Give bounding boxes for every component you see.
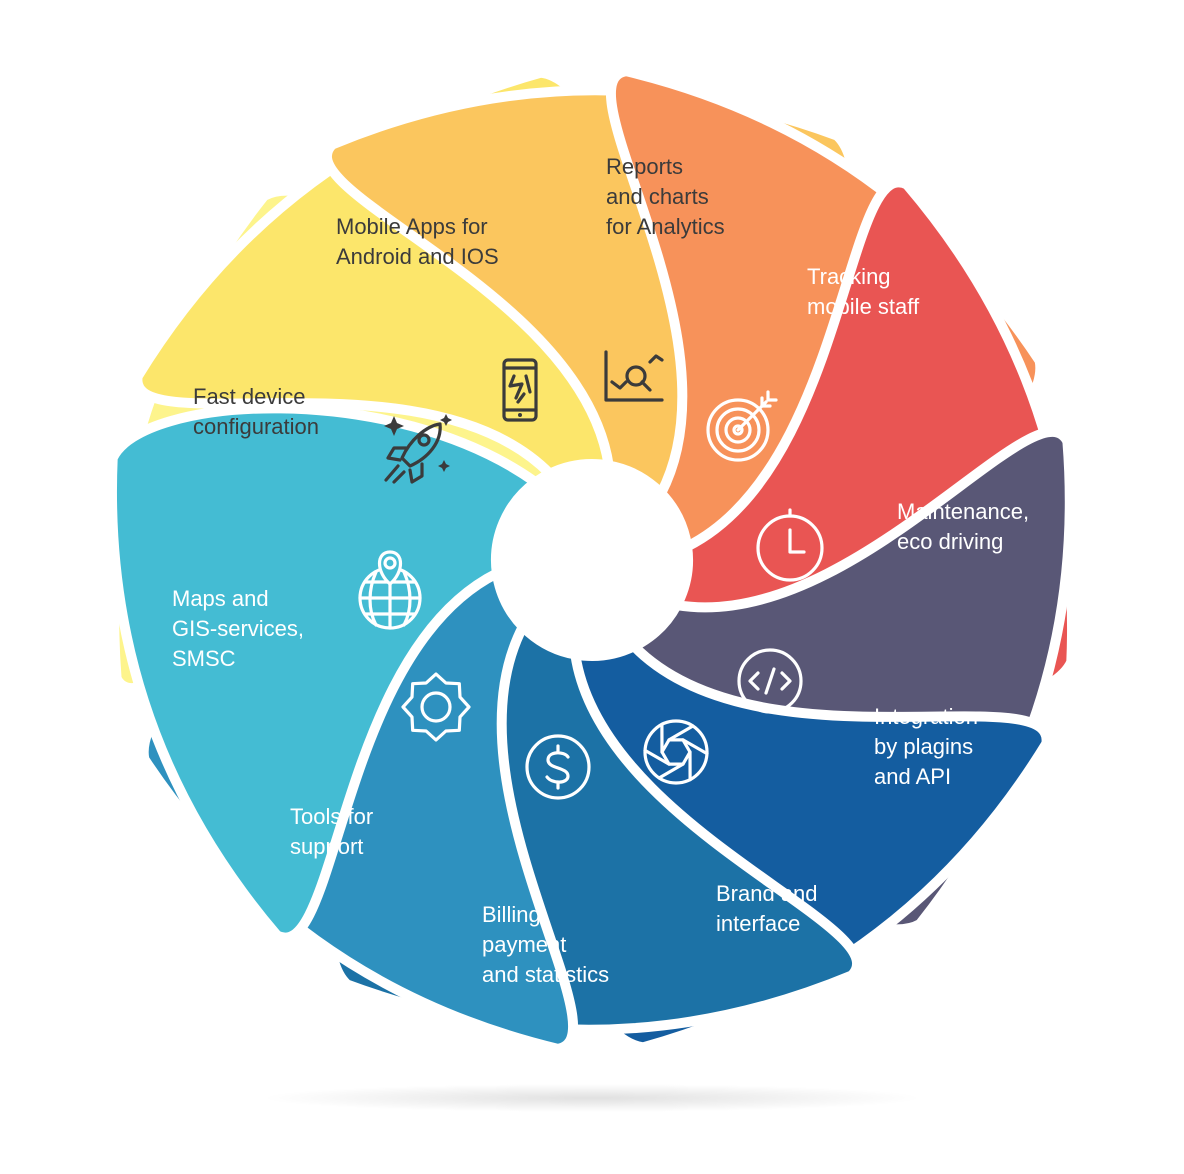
segment-label-line: and statistics <box>482 962 610 987</box>
code-icon <box>737 648 803 714</box>
segment-label-config: Fast device configuration <box>193 382 319 442</box>
segment-label-line: GIS-services, <box>172 616 305 641</box>
segment-label-billing: Billing, payment and statistics <box>482 900 609 990</box>
segment-label-line: Fast device <box>193 384 306 409</box>
segment-label-line: Maintenance, <box>897 499 1030 524</box>
segment-label-integration: Integration by plagins and API <box>874 702 978 792</box>
segment-label-maintenance: Maintenance, eco driving <box>897 497 1029 557</box>
segment-label-tools: Tools for support <box>290 802 373 862</box>
segment-label-line: and API <box>874 764 952 789</box>
segment-label-line: and charts <box>606 184 709 209</box>
segment-label-line: interface <box>716 911 801 936</box>
segment-label-line: by plagins <box>874 734 974 759</box>
segment-label-line: payment <box>482 932 567 957</box>
segment-label-line: mobile staff <box>807 294 920 319</box>
segment-label-tracking: Tracking mobile staff <box>807 262 919 322</box>
segment-label-line: support <box>290 834 364 859</box>
segment-label-line: Maps and <box>172 586 269 611</box>
segment-label-line: configuration <box>193 414 319 439</box>
dollar-icon <box>525 734 591 800</box>
segment-label-line: SMSC <box>172 646 236 671</box>
segment-label-line: Mobile Apps for <box>336 214 488 239</box>
segment-label-line: Brand and <box>716 881 818 906</box>
segment-label-line: Billing, <box>482 902 547 927</box>
smartphone-icon <box>502 358 538 422</box>
segment-label-line: Reports <box>606 154 684 179</box>
wheel-center <box>494 462 690 658</box>
wheel-shadow <box>262 1084 922 1112</box>
segment-label-line: Android and IOS <box>336 244 499 269</box>
segment-label-line: Integration <box>874 704 978 729</box>
rocket-icon <box>384 414 452 484</box>
segment-label-line: eco driving <box>897 529 1004 554</box>
segment-label-reports: Reports and charts for Analytics <box>606 152 725 242</box>
segment-label-line: Tracking <box>807 264 891 289</box>
chart-search-icon <box>604 350 664 402</box>
segment-label-line: Tools for <box>290 804 374 829</box>
segment-label-brand: Brand and interface <box>716 879 818 939</box>
gear-icon <box>401 672 471 742</box>
segment-label-line: for Analytics <box>606 214 725 239</box>
clock-icon <box>756 508 824 582</box>
target-icon <box>706 390 778 462</box>
globe-pin-icon <box>358 550 422 630</box>
aperture-icon <box>643 719 709 785</box>
